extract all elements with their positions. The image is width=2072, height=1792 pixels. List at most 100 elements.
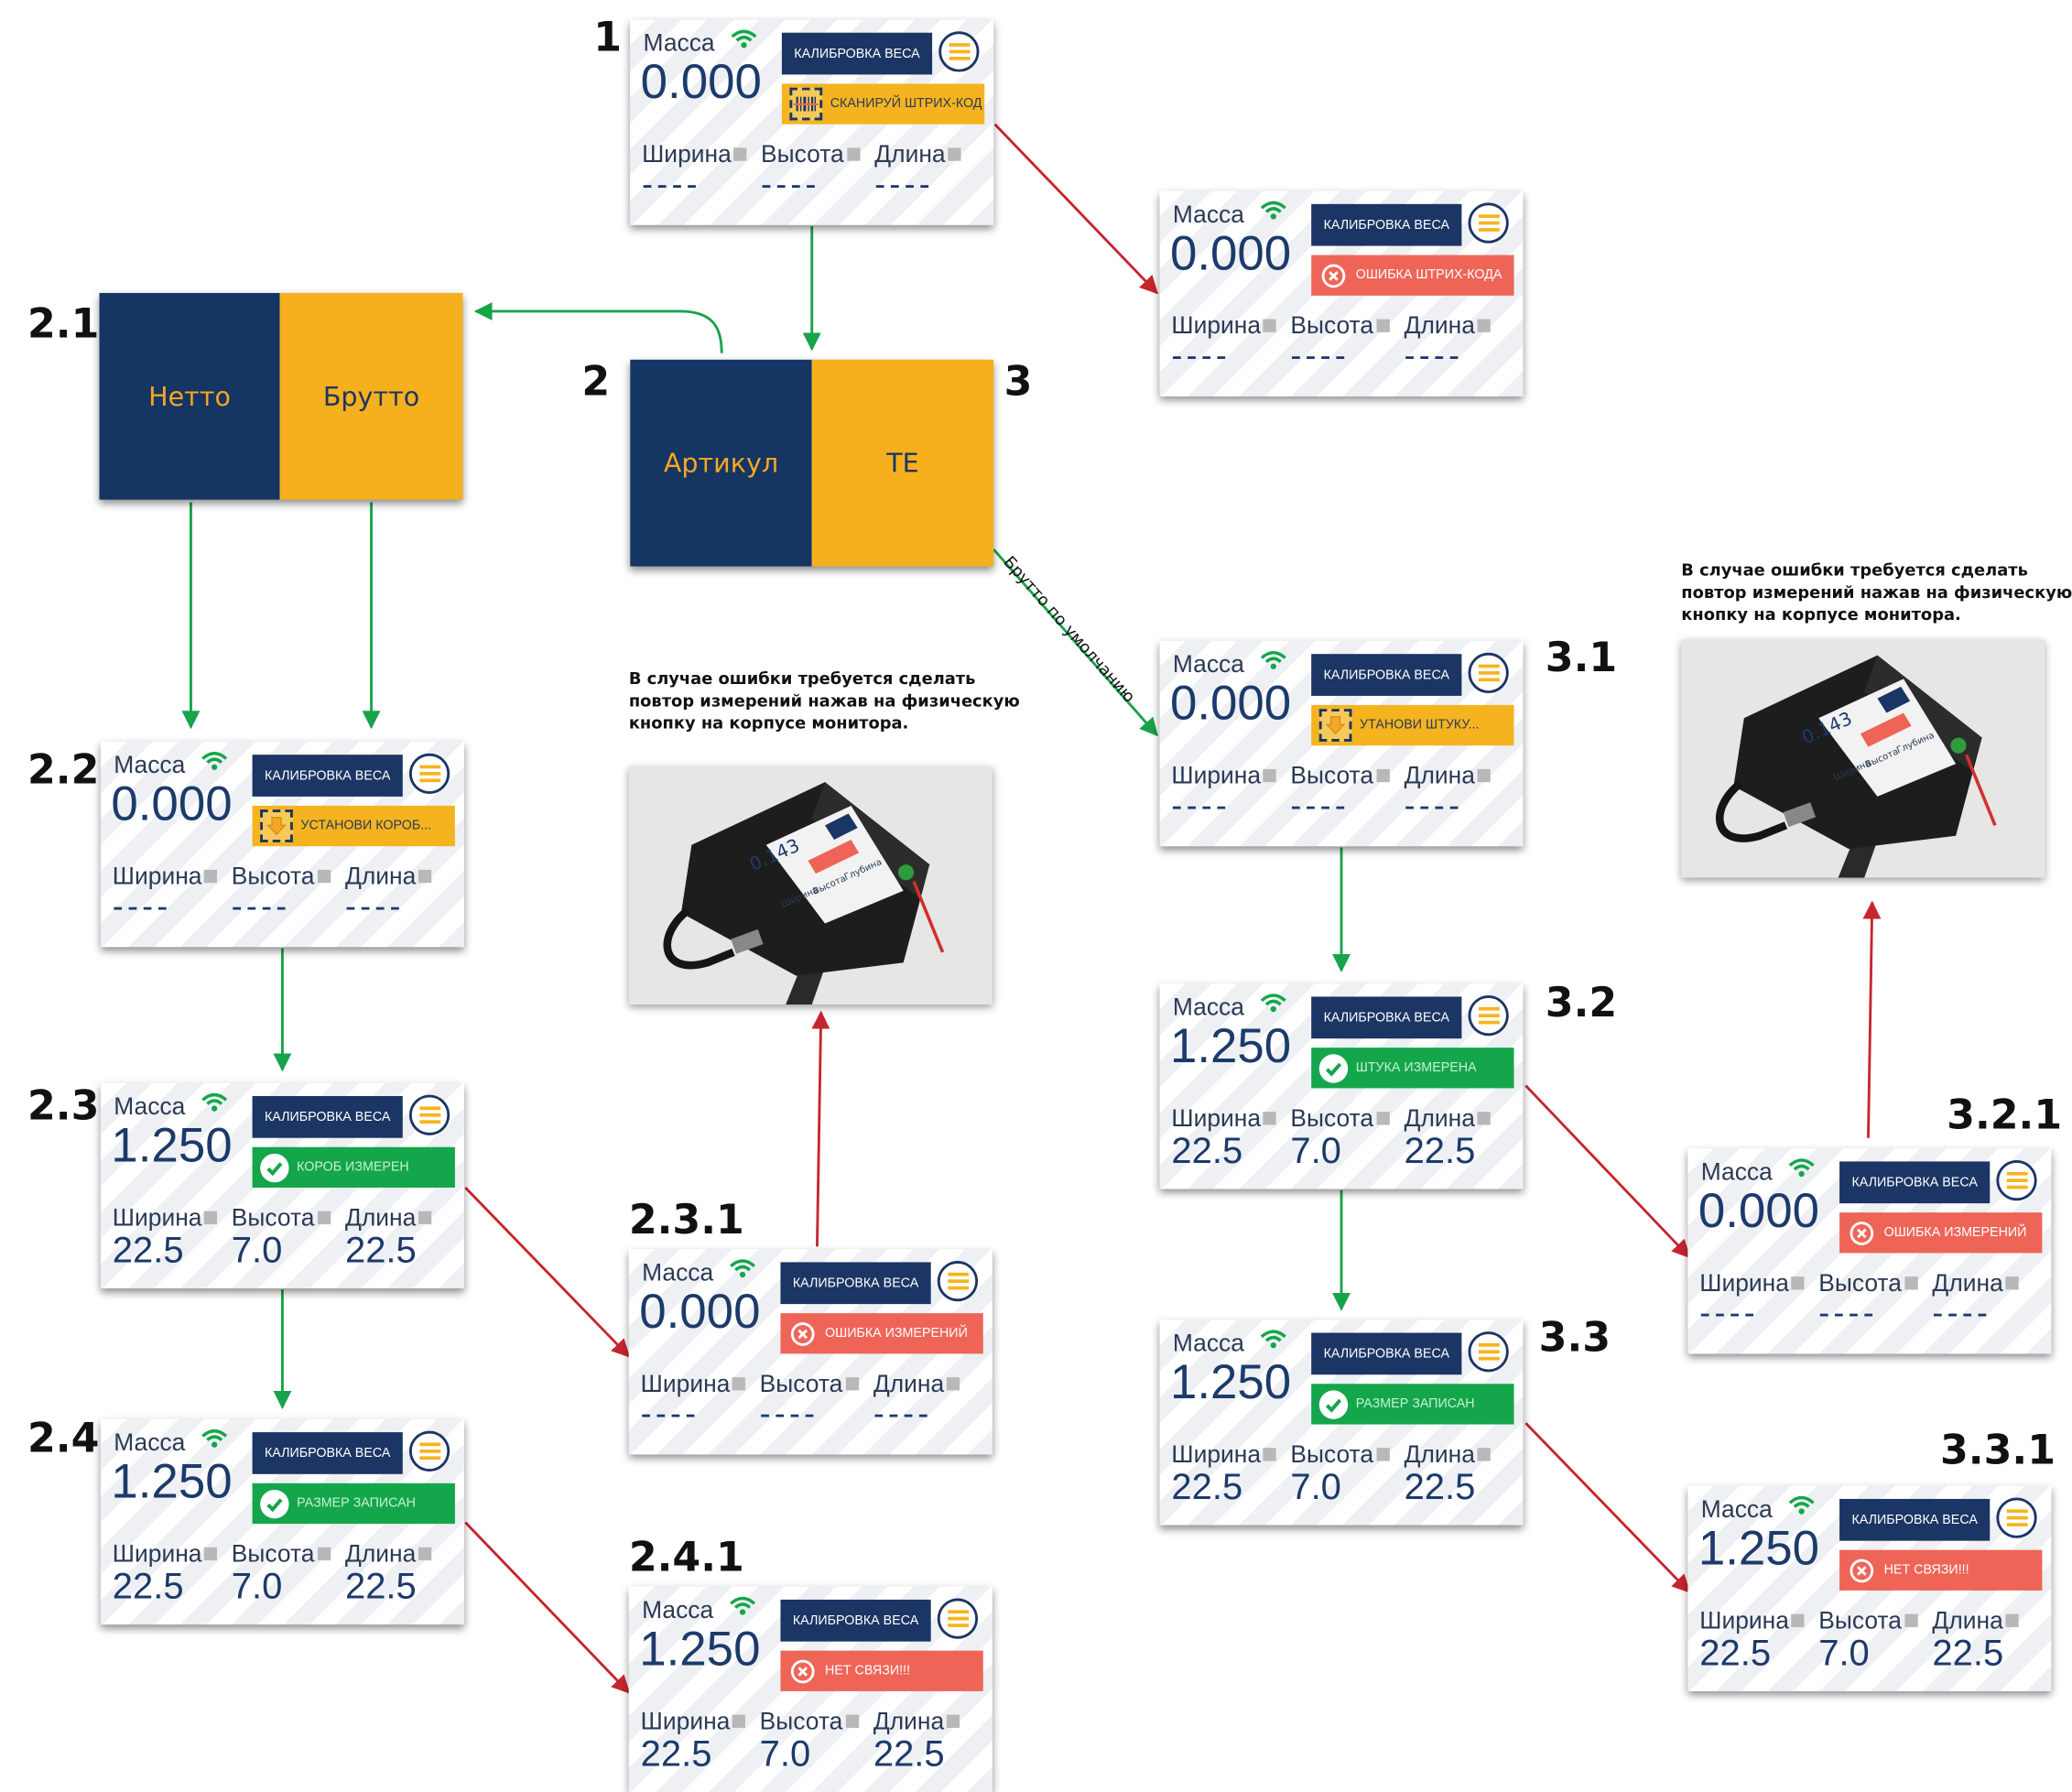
calibrate-weight-button[interactable]: КАЛИБРОВКА ВЕСА [1311,654,1462,696]
label-3-3-1: 3.3.1 [1940,1427,2056,1474]
menu-button[interactable] [937,1260,979,1302]
hamburger-icon [2006,1509,2027,1526]
width-value: ---- [640,1396,700,1433]
tile-te[interactable]: ТЕ [811,359,994,567]
menu-button[interactable] [1468,652,1509,694]
note-line: кнопку на корпусе монитора. [628,712,909,733]
height-label-text: Высота [1290,761,1374,789]
width-label: Ширина [642,140,747,168]
calibrate-weight-button[interactable]: КАЛИБРОВКА ВЕСА [1311,996,1462,1039]
calibrate-weight-button[interactable]: КАЛИБРОВКА ВЕСА [252,1095,403,1138]
length-value: ---- [1932,1295,1992,1332]
tile-article[interactable]: Артикул [630,359,812,567]
calibrate-weight-button[interactable]: КАЛИБРОВКА ВЕСА [1311,203,1462,246]
mass-value: 0.000 [1169,676,1292,731]
label-3-3: 3.3 [1538,1314,1611,1362]
menu-button[interactable] [408,753,450,795]
length-unit-icon [418,869,432,884]
width-unit-icon [204,1547,218,1561]
length-value: 22.5 [1404,1466,1476,1507]
menu-button[interactable] [937,1598,979,1639]
status-text: ШТУКА ИЗМЕРЕНА [1355,1060,1477,1076]
width-value: 22.5 [1171,1130,1243,1171]
calibrate-weight-button[interactable]: КАЛИБРОВКА ВЕСА [781,32,933,75]
mass-label: Масса [114,750,186,778]
width-value: 22.5 [640,1732,712,1774]
arrow-2-4-to-2-4-1 [464,1521,631,1694]
barcode-icon [789,87,823,121]
length-unit-icon [2005,1613,2019,1627]
length-label-text: Длина [874,139,946,168]
hamburger-icon [1478,664,1500,682]
length-value: ---- [1404,787,1464,824]
width-label-text: Ширина [642,139,732,168]
height-value: 7.0 [231,1565,283,1607]
arrow-3-2-1-to-photo [1862,900,1882,1138]
calibrate-weight-button[interactable]: КАЛИБРОВКА ВЕСА [780,1599,931,1642]
menu-button[interactable] [1996,1497,2037,1538]
height-label: Высота [232,1203,331,1232]
status-text: КОРОБ ИЗМЕРЕН [297,1159,409,1175]
menu-button[interactable] [938,31,980,72]
length-label-text: Длина [344,1203,417,1232]
tile-brutto[interactable]: Брутто [279,292,463,500]
error-icon [1850,1221,1874,1245]
height-value: ---- [1818,1295,1878,1332]
label-2: 2 [581,358,611,406]
mass-label: Масса [642,1258,714,1287]
calibrate-weight-button[interactable]: КАЛИБРОВКА ВЕСА [1839,1161,1991,1204]
width-label-text: Ширина [1171,1103,1262,1132]
width-unit-icon [1791,1276,1806,1290]
width-unit-icon [733,147,747,161]
mass-value: 1.250 [1169,1354,1292,1409]
check-icon [260,1153,289,1182]
length-value: ---- [1404,337,1464,375]
label-2-3-1: 2.3.1 [628,1196,744,1244]
length-unit-icon [1477,319,1492,332]
height-label: Высота [760,1707,859,1735]
device-photo-left: 0.143 Ширина Высота Глубина [628,766,993,1005]
length-label-text: Длина [1404,1439,1475,1468]
note-line: кнопку на корпусе монитора. [1681,603,1961,624]
menu-button[interactable] [408,1094,450,1135]
calibrate-weight-button[interactable]: КАЛИБРОВКА ВЕСА [1839,1498,1991,1541]
check-icon [260,1489,289,1518]
menu-button[interactable] [1996,1159,2037,1201]
height-label: Высота [761,140,860,168]
menu-button[interactable] [1468,995,1509,1037]
length-label: Длина [345,1539,432,1568]
height-label: Высота [1290,1440,1390,1469]
length-value: 22.5 [344,1565,417,1607]
calibrate-weight-button[interactable]: КАЛИБРОВКА ВЕСА [252,755,403,797]
length-unit-icon [947,1377,960,1391]
mass-value: 1.250 [1698,1521,1820,1575]
height-unit-icon [1904,1613,1918,1627]
status-banner: СКАНИРУЙ ШТРИХ-КОД [781,83,985,125]
menu-button[interactable] [1468,202,1509,244]
height-label: Высота [232,862,331,890]
width-label: Ширина [113,862,218,890]
height-unit-icon [845,1714,859,1728]
height-label: Высота [1290,1104,1390,1133]
height-value: ---- [1290,337,1351,375]
tile-netto[interactable]: Нетто [99,292,280,500]
status-text: ОШИБКА ШТРИХ-КОДА [1355,267,1502,283]
menu-button[interactable] [1468,1331,1509,1373]
calibrate-weight-button[interactable]: КАЛИБРОВКА ВЕСА [1311,1332,1462,1375]
length-unit-icon [1477,1112,1492,1125]
label-3-1: 3.1 [1545,634,1618,682]
error-icon [790,1658,815,1683]
menu-button[interactable] [408,1430,450,1472]
check-icon [1318,1389,1349,1419]
check-icon [1318,1053,1349,1083]
height-label: Высота [1290,761,1390,789]
height-label-text: Высота [759,1369,843,1397]
calibrate-weight-button[interactable]: КАЛИБРОВКА ВЕСА [252,1432,403,1474]
calibrate-weight-button[interactable]: КАЛИБРОВКА ВЕСА [780,1262,931,1305]
